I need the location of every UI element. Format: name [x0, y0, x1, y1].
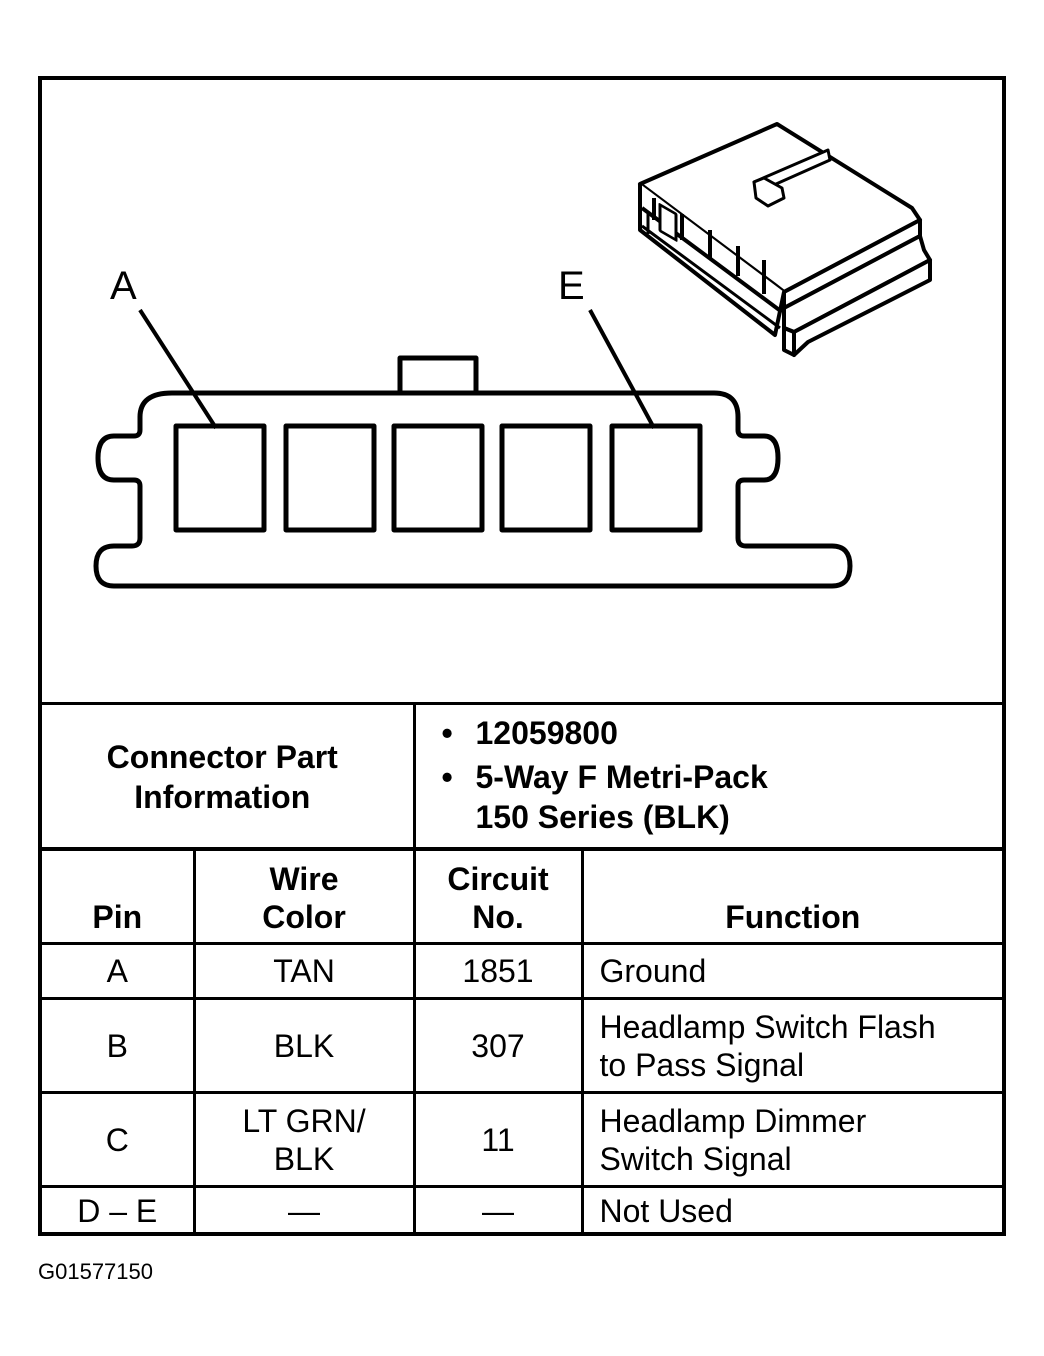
pin-table: Pin Wire Color Circuit No. Function A TA… [42, 847, 1002, 1235]
function-cell: Headlamp Dimmer Switch Signal [580, 1091, 1002, 1188]
callout-pin-e: E [558, 264, 585, 308]
pin-cavity-c [391, 423, 485, 533]
function-cell: Headlamp Switch Flash to Pass Signal [580, 997, 1002, 1094]
table-row: A TAN 1851 Ground [42, 942, 1002, 1000]
circuit-cell: — [412, 1185, 584, 1235]
connector-drawing [93, 122, 932, 589]
leader-line-a [138, 308, 218, 430]
connector-3d-illustration [638, 122, 932, 357]
table-row: C LT GRN/ BLK 11 Headlamp Dimmer Switch … [42, 1091, 1002, 1188]
table-row: B BLK 307 Headlamp Switch Flash to Pass … [42, 997, 1002, 1094]
wire-color-cell: BLK [192, 997, 416, 1094]
connector-series: 5-Way F Metri-Pack 150 Series (BLK) [442, 757, 1003, 837]
pin-cell: C [42, 1091, 196, 1188]
wire-color-cell: LT GRN/ BLK [192, 1091, 416, 1188]
connector-lock-tab [397, 355, 479, 393]
pin-cell: D – E [42, 1185, 196, 1235]
function-cell: Not Used [580, 1185, 1002, 1235]
connector-info-table: Connector Part Information 12059800 5-Wa… [42, 702, 1002, 851]
connector-part-number: 12059800 [442, 713, 1003, 753]
connector-info-values: 12059800 5-Way F Metri-Pack 150 Series (… [412, 702, 1003, 851]
header-function: Function [580, 847, 1002, 945]
callout-pin-a: A [110, 264, 137, 308]
pin-cell: A [42, 942, 196, 1000]
connector-info-label: Connector Part Information [42, 702, 416, 851]
header-wire-color: Wire Color [192, 847, 416, 945]
pin-cavity-a [173, 423, 267, 533]
circuit-cell: 1851 [412, 942, 584, 1000]
connector-diagram-frame: A E Connector Part Information 12059800 … [38, 76, 1006, 1236]
connector-face [93, 355, 853, 589]
header-pin: Pin [42, 847, 196, 945]
pin-cell: B [42, 997, 196, 1094]
wire-color-cell: — [192, 1185, 416, 1235]
header-circuit: Circuit No. [412, 847, 584, 945]
leader-line-e [588, 309, 656, 429]
circuit-cell: 11 [412, 1091, 584, 1188]
table-row: D – E — — Not Used [42, 1185, 1002, 1235]
function-cell: Ground [580, 942, 1002, 1000]
wire-color-cell: TAN [192, 942, 416, 1000]
pin-cavity-e [609, 423, 703, 533]
figure-caption: G01577150 [38, 1259, 153, 1284]
pin-cavity-d [499, 423, 593, 533]
pin-cavity-b [283, 423, 377, 533]
circuit-cell: 307 [412, 997, 584, 1094]
